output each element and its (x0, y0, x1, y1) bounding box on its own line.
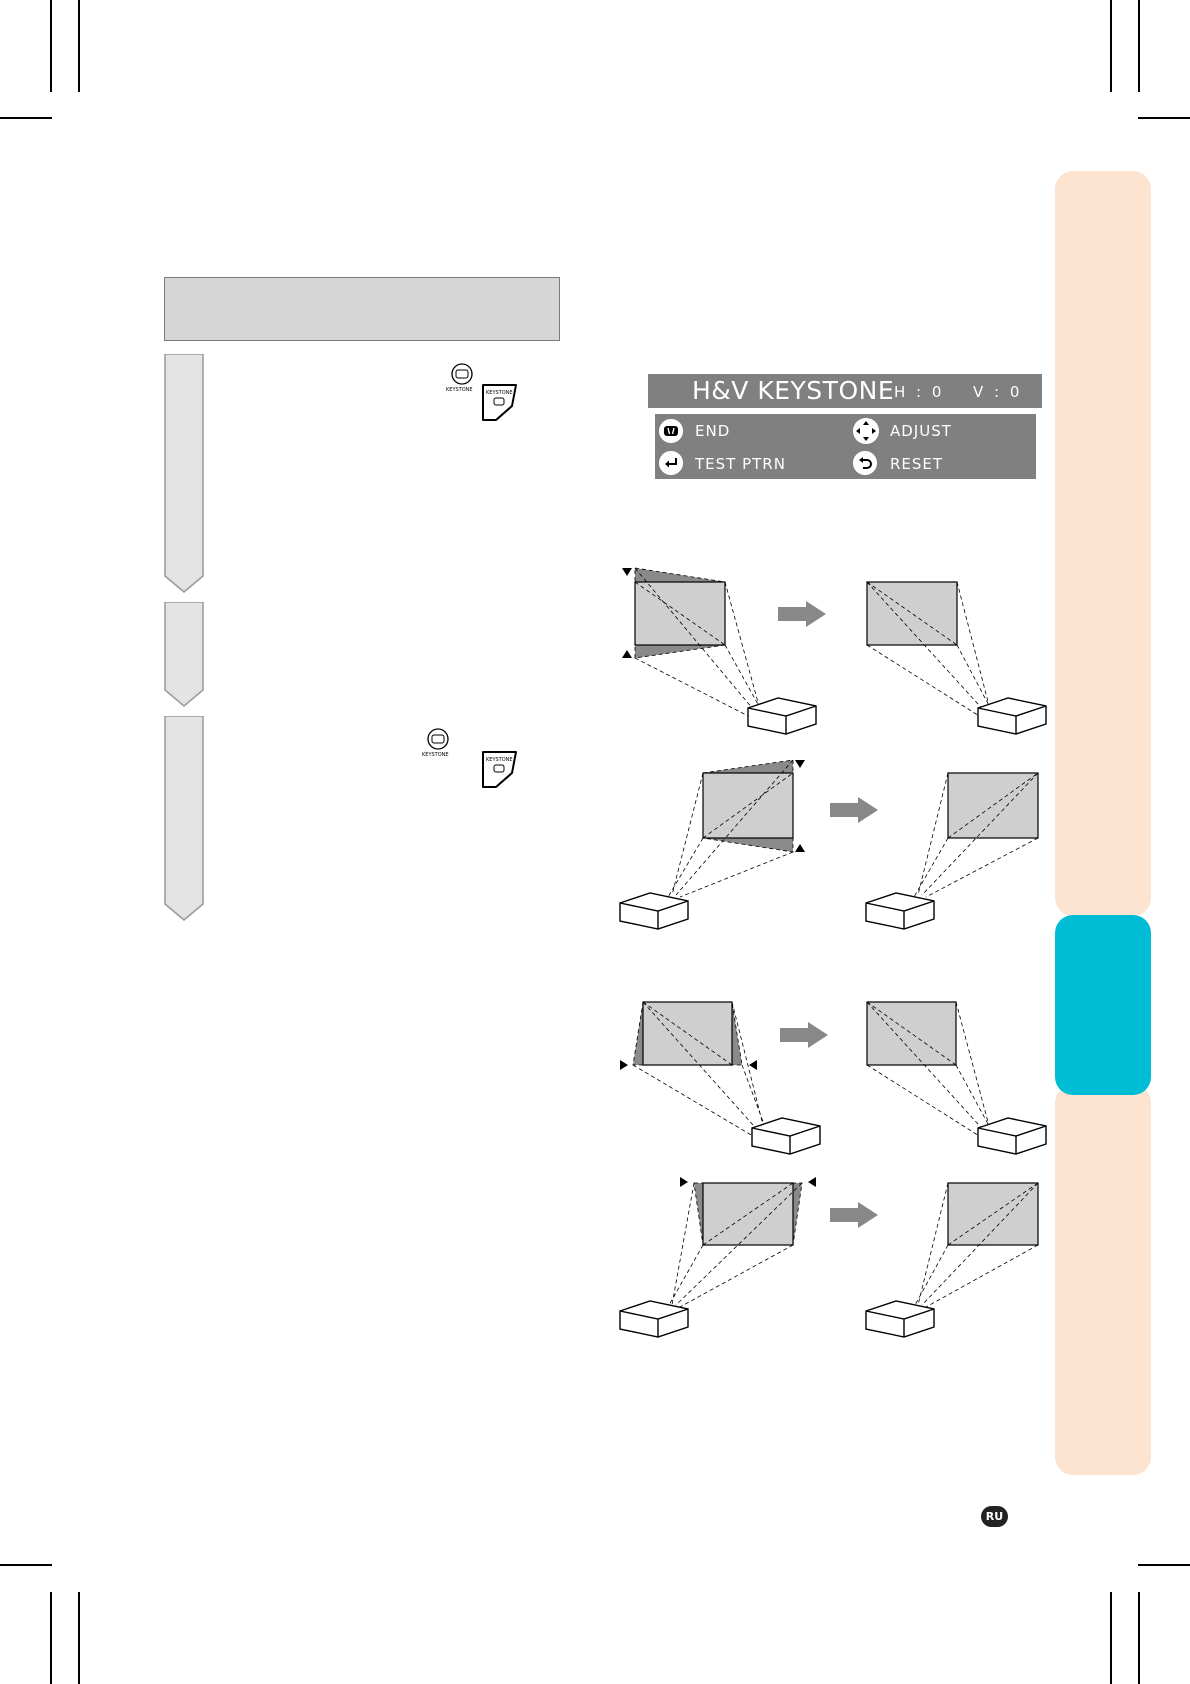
diagram-v-after-2 (865, 772, 1039, 930)
keystone-small-icon (427, 728, 449, 750)
osd-menu-label: END (695, 422, 731, 440)
arrow-right-icon (830, 1202, 878, 1228)
osd-menu: END ADJUST TEST PTRN RESET (655, 414, 1036, 479)
keystone-small-label: KEYSTONE (446, 387, 473, 393)
osd-menu-label: ADJUST (890, 422, 952, 440)
keystone-button-step1[interactable]: KEYSTONE KEYSTONE (446, 362, 520, 422)
side-tab-upper[interactable] (1055, 171, 1151, 916)
diagram-h-before-2 (619, 1177, 816, 1338)
diagram-v-after-1 (866, 581, 1047, 735)
step-bar-2 (164, 602, 204, 707)
diagram-v-before-2 (619, 759, 805, 930)
step-bar-3 (164, 716, 204, 921)
diagram-v-before-1 (622, 567, 817, 735)
keystone-diagrams (619, 567, 1047, 1338)
keystone-remote-button-icon (482, 751, 517, 788)
keystone-remote-label: KEYSTONE (486, 757, 513, 763)
osd-menu-label: RESET (890, 455, 944, 473)
arrow-right-icon (778, 601, 826, 627)
keystone-button-step3[interactable]: KEYSTONE KEYSTONE (422, 727, 517, 788)
language-badge: RU (981, 1506, 1008, 1527)
keystone-small-label: KEYSTONE (422, 752, 449, 758)
section-title-box (164, 277, 560, 341)
keystone-icon (659, 419, 683, 443)
arrow-right-icon (830, 797, 878, 823)
side-tab-lower[interactable] (1055, 1085, 1151, 1475)
osd-menu-label: TEST PTRN (695, 455, 786, 473)
return-icon (853, 451, 877, 475)
diagram-h-before-1 (620, 1001, 821, 1155)
keystone-small-icon (451, 363, 473, 385)
osd-h-value: H : 0 (894, 383, 945, 401)
diagram-h-after-1 (866, 1001, 1047, 1155)
keystone-remote-label: KEYSTONE (486, 390, 513, 396)
step-bar-1 (164, 354, 204, 593)
diagram-h-after-2 (865, 1182, 1039, 1338)
keystone-remote-button-icon (482, 384, 517, 421)
osd-title: H&V KEYSTONE (692, 376, 895, 405)
osd-v-value: V : 0 (973, 383, 1023, 401)
dpad-icon (853, 418, 879, 444)
enter-icon (659, 451, 683, 475)
arrow-right-icon (780, 1022, 828, 1048)
osd-title-bar: H&V KEYSTONE H : 0 V : 0 (648, 374, 1042, 408)
side-tab-active[interactable] (1055, 915, 1151, 1095)
